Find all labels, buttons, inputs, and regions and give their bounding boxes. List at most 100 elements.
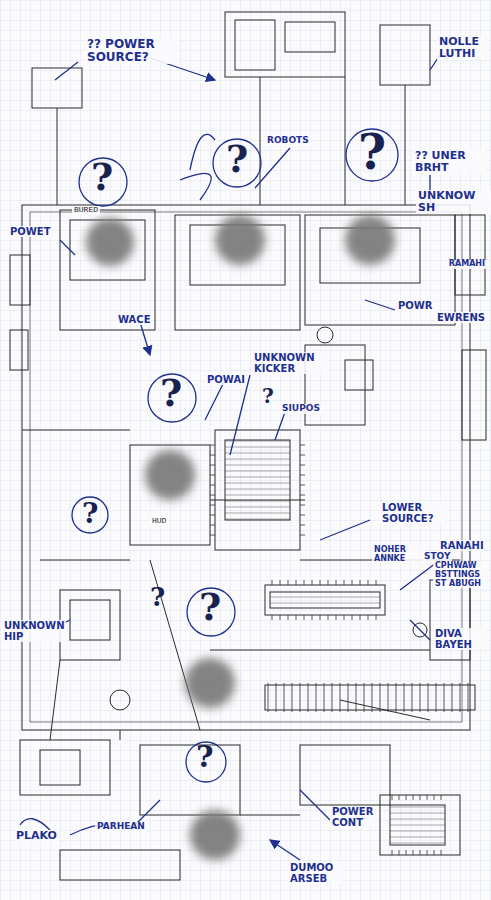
pin-stroke [300,485,305,486]
pin-stroke [388,683,389,712]
pin-stroke [300,515,305,516]
pin-stroke [376,580,377,585]
handwritten-note: POWAI [205,374,247,385]
pin-stroke [300,683,301,712]
pin-stroke [392,850,393,855]
pin-stroke [360,580,361,585]
handwritten-note: ?? UNER BRHT [413,150,487,174]
pin-stroke [441,850,442,855]
handwritten-note: ROBOTS [265,136,311,146]
handwritten-note: UNKNOW SH [416,190,491,214]
pin-stroke [428,683,429,712]
pin-stroke [399,850,400,855]
pin-stroke [356,683,357,712]
pin-stroke [210,535,215,536]
pin-stroke [280,580,281,585]
pin-stroke [412,683,413,712]
pin-stroke [420,683,421,712]
pin-stroke [340,683,341,712]
pin-stroke [288,615,289,620]
pin-stroke [210,515,215,516]
question-mark: ? [160,374,182,412]
handwritten-note: POWER CONT [330,806,378,828]
pin-stroke [288,580,289,585]
handwritten-note: PLAKO [14,830,59,842]
handwritten-note: LOWER SOURCE? [380,502,448,524]
handwritten-note: UNKNOWN HIP [2,620,66,642]
handwritten-note: RAMAHI [447,260,487,269]
pin-stroke [434,850,435,855]
pin-stroke [210,475,215,476]
pin-stroke [210,445,215,446]
pin-stroke [406,795,407,800]
handwritten-note: WACE [116,314,153,325]
pin-stroke [352,615,353,620]
handwritten-note: UNKNOWN KICKER [252,352,328,374]
handwritten-note: RANAHI [438,540,486,551]
question-mark: ? [226,140,248,178]
pin-stroke [413,850,414,855]
question-mark: ? [196,742,214,772]
pin-stroke [292,683,293,712]
pin-stroke [352,580,353,585]
pin-stroke [300,525,305,526]
pin-stroke [396,683,397,712]
pin-stroke [296,615,297,620]
pin-stroke [284,683,285,712]
chip-marking: BURED [72,206,100,215]
pin-stroke [336,615,337,620]
pin-stroke [308,683,309,712]
pin-stroke [380,683,381,712]
pin-stroke [316,683,317,712]
pin-stroke [210,465,215,466]
pin-stroke [444,683,445,712]
pin-stroke [452,683,453,712]
pin-stroke [320,580,321,585]
pin-stroke [268,683,269,712]
pin-stroke [406,850,407,855]
pin-stroke [427,850,428,855]
pin-stroke [368,580,369,585]
pin-stroke [344,580,345,585]
pin-stroke [300,495,305,496]
handwritten-note: EWRENS [435,312,487,323]
pin-stroke [210,495,215,496]
question-mark: ? [91,158,113,196]
pin-stroke [312,615,313,620]
pin-stroke [344,615,345,620]
pin-stroke [460,683,461,712]
pin-stroke [210,505,215,506]
pin-stroke [441,795,442,800]
pin-stroke [328,580,329,585]
pin-stroke [360,615,361,620]
pin-stroke [300,455,305,456]
pin-stroke [332,683,333,712]
pin-stroke [364,683,365,712]
pin-stroke [427,795,428,800]
question-mark: ? [150,584,165,610]
pin-stroke [210,455,215,456]
pin-stroke [300,505,305,506]
pin-stroke [300,445,305,446]
handwritten-note: NOHER ANNKE [372,546,426,564]
pin-stroke [296,580,297,585]
question-mark: ? [199,588,221,626]
pin-stroke [304,580,305,585]
pin-stroke [300,475,305,476]
handwritten-note: CPHWAW BSTTINGS ST ABUGH [433,562,487,588]
handwritten-note: POWR [396,300,435,311]
pin-stroke [276,683,277,712]
pin-stroke [420,850,421,855]
pin-stroke [413,795,414,800]
chip-marking: HUD [150,517,168,526]
pin-stroke [324,683,325,712]
handwritten-note: ?? POWER SOURCE? [85,38,179,64]
pin-stroke [280,615,281,620]
pin-stroke [399,795,400,800]
pin-stroke [300,465,305,466]
pin-stroke [376,615,377,620]
pin-stroke [436,683,437,712]
handwritten-note: DIVA BAYEH [433,628,487,650]
